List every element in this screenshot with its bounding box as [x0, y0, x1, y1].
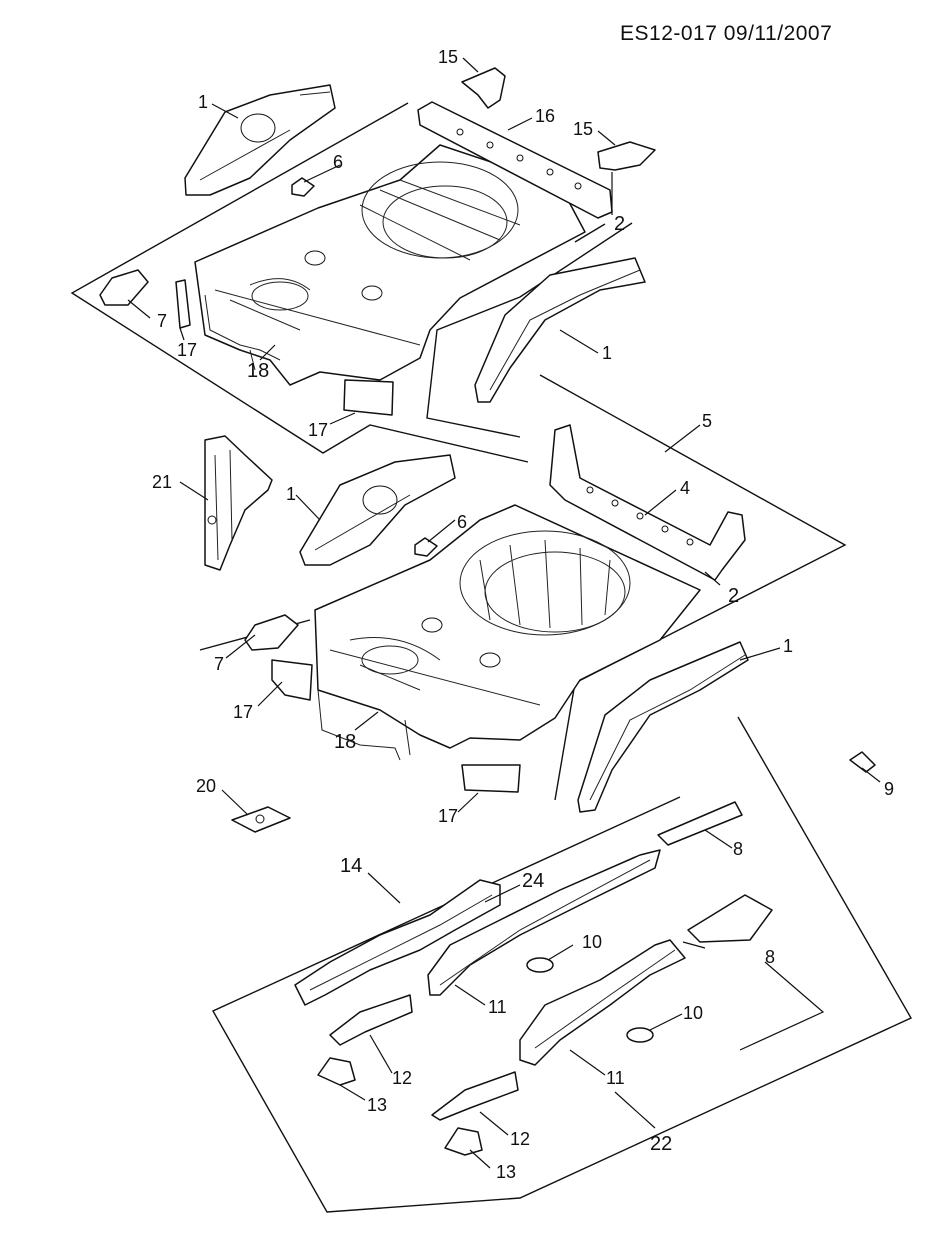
drain-plug-20	[231, 806, 291, 833]
upper-side-panel-frame	[426, 222, 633, 438]
callout-20: 20	[196, 776, 216, 796]
lower-bracket-13b	[444, 1127, 483, 1156]
callout-21: 21	[152, 472, 172, 492]
lower-side-member-14	[294, 879, 501, 1006]
callout-1: 1	[783, 636, 793, 656]
callouts: 1 15 16 15 2 6 7 17 18 17 1 5 4 2 6 1 21…	[152, 47, 894, 1182]
lower-washer-10a	[526, 957, 554, 973]
clip-9	[849, 751, 876, 773]
callout-1: 1	[198, 92, 208, 112]
middle-seal-17a	[271, 659, 313, 701]
upper-bracket-7	[99, 269, 149, 306]
callout-22: 22	[650, 1133, 672, 1155]
middle-seal-17b	[461, 764, 521, 793]
callout-1: 1	[602, 343, 612, 363]
middle-group-frame	[539, 374, 847, 801]
callout-2: 2	[614, 213, 625, 235]
callout-14: 14	[340, 855, 362, 877]
callout-15: 15	[573, 119, 593, 139]
lower-bracket-13a	[317, 1057, 356, 1086]
lower-group-frame	[212, 716, 912, 1213]
callout-7: 7	[214, 654, 224, 674]
callout-10: 10	[582, 932, 602, 952]
callout-5: 5	[702, 411, 712, 431]
callout-7: 7	[157, 311, 167, 331]
callout-13: 13	[367, 1095, 387, 1115]
callout-18: 18	[247, 360, 269, 382]
callout-17: 17	[177, 340, 197, 360]
lower-reinforcement-12a	[329, 994, 413, 1046]
upper-group-frame-right	[574, 223, 606, 243]
upper-seal-17b	[343, 379, 394, 416]
callout-6: 6	[333, 152, 343, 172]
callout-12: 12	[510, 1129, 530, 1149]
upper-bracket-15a	[461, 67, 506, 109]
middle-pillar-21	[204, 435, 273, 571]
middle-bracket-7	[244, 614, 299, 651]
middle-wheelhouse-panel-1	[577, 641, 749, 813]
callout-17: 17	[308, 420, 328, 440]
callout-11: 11	[606, 1068, 625, 1088]
callout-10: 10	[683, 1003, 703, 1023]
middle-side-rail-1	[299, 454, 456, 566]
lower-reinforcement-12b	[431, 1071, 519, 1121]
callout-4: 4	[680, 478, 690, 498]
upper-group-frame	[70, 102, 529, 463]
upper-bracket-6	[291, 177, 315, 197]
callout-15: 15	[438, 47, 458, 67]
lower-member-11a	[427, 849, 661, 996]
lower-bracket-8a	[657, 801, 743, 846]
lower-member-11b	[519, 939, 686, 1066]
callout-18: 18	[334, 731, 356, 753]
callout-17: 17	[233, 702, 253, 722]
lower-washer-10b	[626, 1027, 654, 1043]
callout-24: 24	[522, 870, 544, 892]
callout-8: 8	[733, 839, 743, 859]
callout-17: 17	[438, 806, 458, 826]
upper-floor-panel	[194, 144, 586, 386]
middle-floor-panel	[314, 504, 701, 761]
callout-11: 11	[488, 997, 507, 1017]
callout-12: 12	[392, 1068, 412, 1088]
upper-side-rail-1	[184, 84, 336, 196]
callout-1: 1	[286, 484, 296, 504]
callout-9: 9	[884, 779, 894, 799]
leader-lines	[127, 57, 881, 1169]
callout-13: 13	[496, 1162, 516, 1182]
callout-2: 2	[728, 585, 739, 607]
lower-bracket-8b	[687, 894, 773, 943]
upper-bracket-15b	[597, 141, 656, 171]
callout-8: 8	[765, 947, 775, 967]
callout-6: 6	[457, 512, 467, 532]
callout-16: 16	[535, 106, 555, 126]
upper-wheelhouse-panel-1	[474, 257, 646, 403]
middle-rear-crossmember-4	[549, 424, 746, 581]
diagram-reference: ES12-017 09/11/2007	[620, 22, 833, 45]
middle-bracket-6	[414, 537, 438, 557]
upper-seal-17a	[175, 279, 191, 329]
